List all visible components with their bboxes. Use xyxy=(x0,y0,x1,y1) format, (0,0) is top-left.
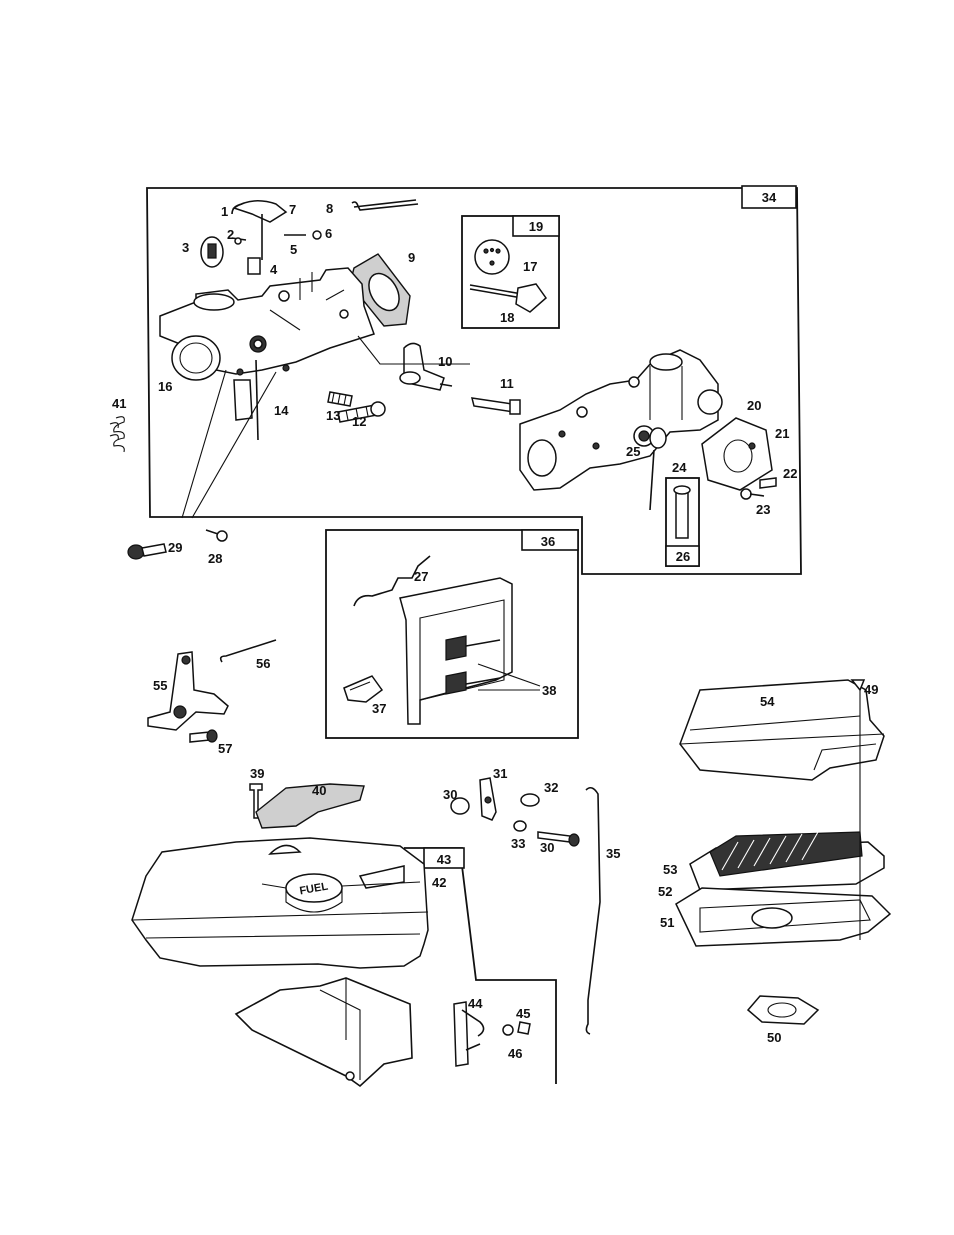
label-16: 16 xyxy=(158,379,172,394)
label-9: 9 xyxy=(408,250,415,265)
label-45: 45 xyxy=(516,1006,530,1021)
label-57: 57 xyxy=(218,741,232,756)
label-23: 23 xyxy=(756,502,770,517)
label-40: 40 xyxy=(312,783,326,798)
label-21: 21 xyxy=(775,426,789,441)
label-39: 39 xyxy=(250,766,264,781)
primer-bulb-part xyxy=(475,240,509,274)
fuel-tank-part xyxy=(132,838,428,968)
label-49: 49 xyxy=(864,682,878,697)
label-5: 5 xyxy=(290,242,297,257)
label-29: 29 xyxy=(168,540,182,555)
label-44: 44 xyxy=(468,996,483,1011)
callout-34: 34 xyxy=(762,190,777,205)
air-cleaner-cover-part xyxy=(680,680,884,780)
carburetor-alt-body-part xyxy=(520,350,722,510)
label-6: 6 xyxy=(325,226,332,241)
air-cleaner-gasket-part xyxy=(748,996,818,1024)
label-56: 56 xyxy=(256,656,270,671)
label-13: 13 xyxy=(326,408,340,423)
air-cleaner-assembly xyxy=(676,680,890,1024)
label-10: 10 xyxy=(438,354,452,369)
label-53: 53 xyxy=(663,862,677,877)
callout-43: 43 xyxy=(437,852,451,867)
label-11: 11 xyxy=(500,376,514,391)
label-55: 55 xyxy=(153,678,167,693)
stud-detail-box: 26 xyxy=(666,478,699,566)
callout-19: 19 xyxy=(529,219,543,234)
label-33: 33 xyxy=(511,836,525,851)
needle-valve-parts xyxy=(328,343,520,422)
spring-part xyxy=(110,417,124,452)
label-51: 51 xyxy=(660,915,674,930)
label-2: 2 xyxy=(227,227,234,242)
label-41: 41 xyxy=(112,396,126,411)
label-54: 54 xyxy=(760,694,775,709)
label-25: 25 xyxy=(626,444,640,459)
tank-bracket-part xyxy=(236,978,412,1086)
label-32: 32 xyxy=(544,780,558,795)
label-38: 38 xyxy=(542,683,556,698)
throttle-link-part xyxy=(586,788,600,1034)
label-42: 42 xyxy=(432,875,446,890)
primer-valve-part xyxy=(516,284,546,312)
choke-clip-part xyxy=(344,676,382,702)
label-4: 4 xyxy=(270,262,278,277)
label-12: 12 xyxy=(352,414,366,429)
label-17: 17 xyxy=(523,259,537,274)
label-28: 28 xyxy=(208,551,222,566)
label-22: 22 xyxy=(783,466,797,481)
label-7: 7 xyxy=(289,202,296,217)
label-37: 37 xyxy=(372,701,386,716)
label-46: 46 xyxy=(508,1046,522,1061)
label-24: 24 xyxy=(672,460,687,475)
label-52: 52 xyxy=(658,884,672,899)
label-31: 31 xyxy=(493,766,507,781)
label-30-bottom: 30 xyxy=(540,840,554,855)
label-35: 35 xyxy=(606,846,620,861)
label-18: 18 xyxy=(500,310,514,325)
label-20: 20 xyxy=(747,398,761,413)
label-3: 3 xyxy=(182,240,189,255)
label-27: 27 xyxy=(414,569,428,584)
label-14: 14 xyxy=(274,403,289,418)
callout-26: 26 xyxy=(676,549,690,564)
label-1: 1 xyxy=(221,204,228,219)
label-8: 8 xyxy=(326,201,333,216)
label-30-top: 30 xyxy=(443,787,457,802)
fuel-tank-group: 43 FUEL xyxy=(132,838,556,1086)
label-50: 50 xyxy=(767,1030,781,1045)
choke-assembly-box: 36 xyxy=(326,530,578,738)
tank-gasket-part xyxy=(256,784,364,828)
callout-36: 36 xyxy=(541,534,555,549)
